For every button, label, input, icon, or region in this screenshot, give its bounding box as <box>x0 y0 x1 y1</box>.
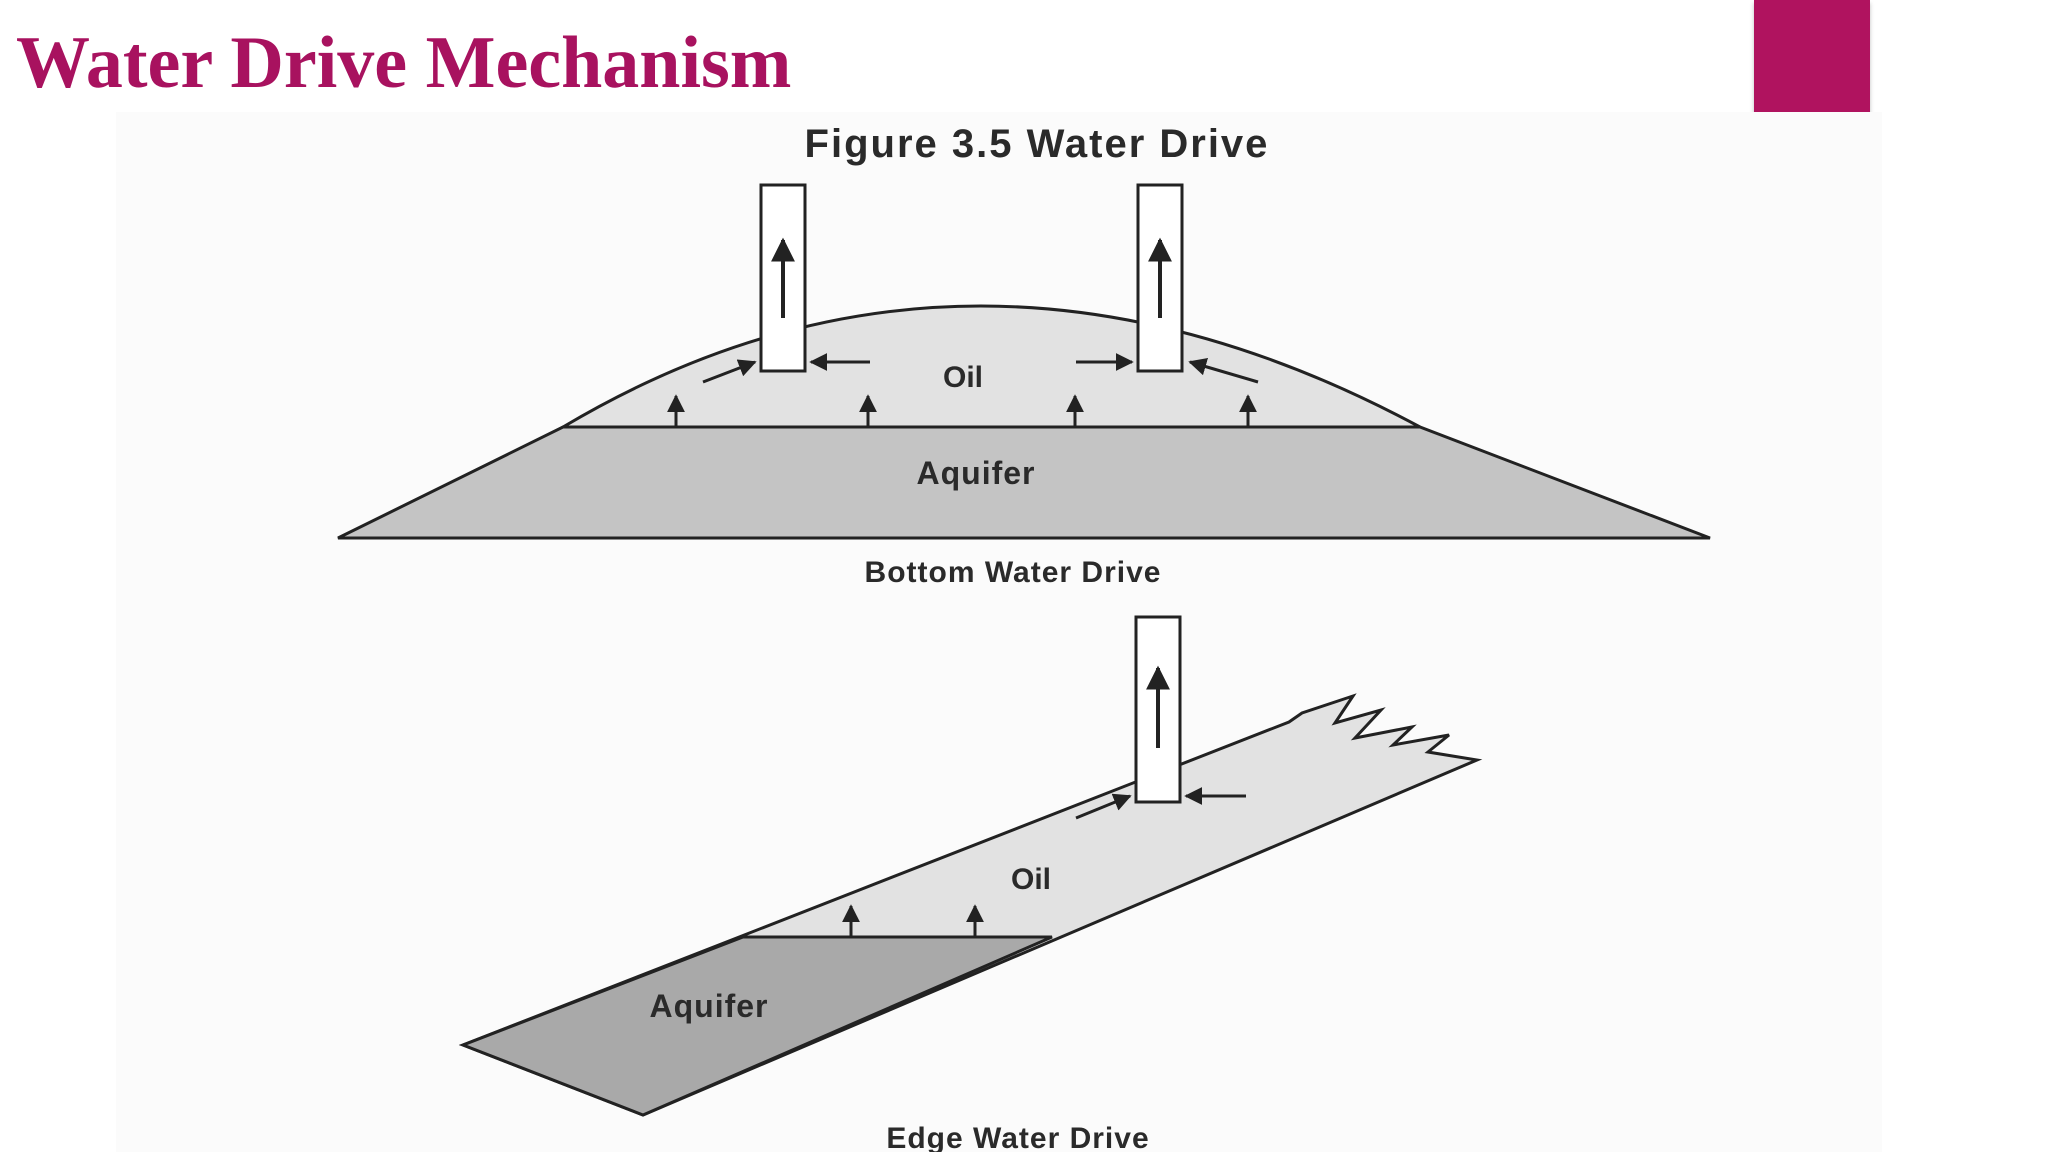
slide-title: Water Drive Mechanism <box>16 22 792 104</box>
oil-flow-arrow <box>1188 357 1259 384</box>
bottom-drive-caption: Bottom Water Drive <box>865 556 1162 589</box>
edge-drive-caption: Edge Water Drive <box>886 1122 1149 1152</box>
bottom-aquifer-zone <box>337 425 1711 540</box>
edge-oil-label: Oil <box>1011 863 1051 896</box>
oil-flow-arrow <box>702 359 757 384</box>
edge-aquifer-zone <box>458 935 1053 1117</box>
bottom-oil-label: Oil <box>943 361 983 394</box>
figure-caption: Figure 3.5 Water Drive <box>805 122 1270 166</box>
figure-panel <box>116 112 1882 1152</box>
bottom-oil-zone <box>557 304 1421 429</box>
bottom-water-drive: Oil Aquifer Bottom Water Drive <box>337 183 1711 589</box>
edge-water-drive: Oil Aquifer Edge Water Drive <box>458 615 1483 1152</box>
bottom-aquifer-label: Aquifer <box>917 455 1036 491</box>
edge-aquifer-label: Aquifer <box>650 988 769 1024</box>
oil-flow-arrow <box>1075 793 1132 820</box>
